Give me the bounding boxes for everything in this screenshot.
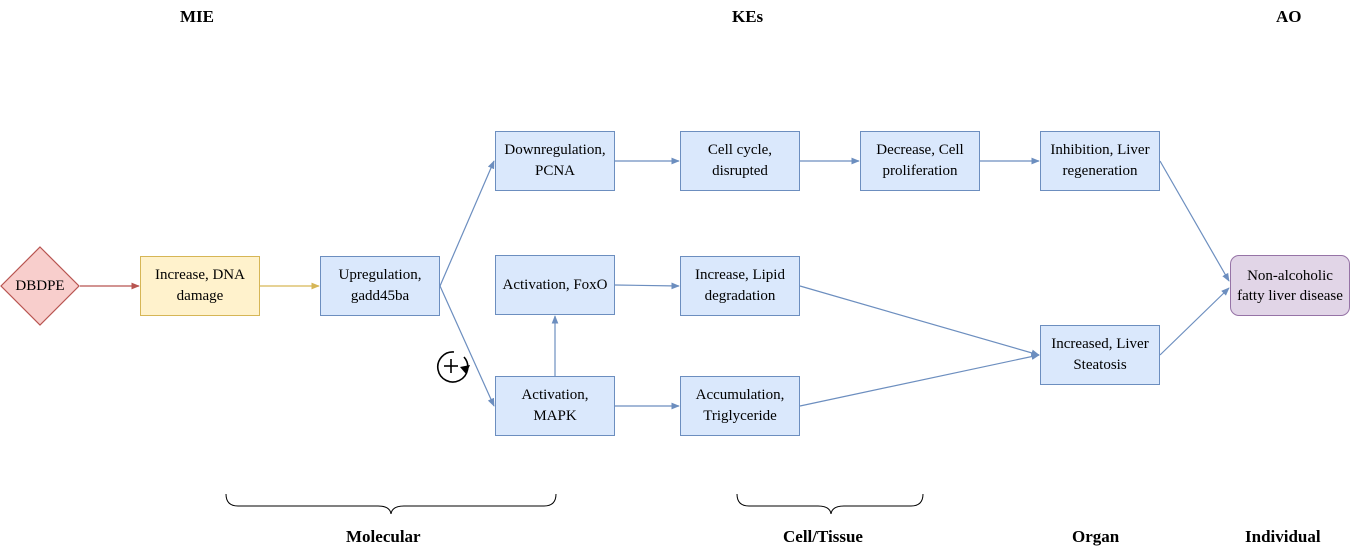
node-lipid-degradation-label: Increase, Lipid degradation	[695, 267, 785, 304]
node-cell-cycle: Cell cycle, disrupted	[680, 131, 800, 191]
node-cell-proliferation-label: Decrease, Cell proliferation	[876, 142, 964, 179]
header-mie: MIE	[180, 7, 214, 26]
edge-steatosis-to-nafld	[1159, 287, 1230, 356]
node-gadd45ba: Upregulation, gadd45ba	[320, 256, 440, 316]
header-kes: KEs	[732, 7, 764, 26]
plus-circle-arrow-icon	[436, 351, 470, 383]
node-liver-steatosis-label: Increased, Liver Steatosis	[1051, 336, 1149, 373]
edge-gadd45ba-to-pcna	[439, 160, 495, 287]
node-mapk: Activation, MAPK	[495, 376, 615, 436]
stressor-label: DBDPE	[15, 277, 65, 294]
level-cell-tissue: Cell/Tissue	[783, 527, 863, 546]
edge-gadd45ba-to-mapk	[439, 285, 495, 407]
diamond-shape	[0, 246, 80, 326]
node-dna-damage: Increase, DNA damage	[140, 256, 260, 316]
edge-regeneration-to-nafld	[1159, 160, 1230, 282]
edge-lipid-degradation-to-steatosis	[799, 285, 1040, 357]
node-liver-regeneration: Inhibition, Liver regeneration	[1040, 131, 1160, 191]
node-pcna: Downregulation, PCNA	[495, 131, 615, 191]
node-liver-steatosis: Increased, Liver Steatosis	[1040, 325, 1160, 385]
node-lipid-degradation: Increase, Lipid degradation	[680, 256, 800, 316]
node-foxo-label: Activation, FoxO	[502, 276, 608, 293]
node-triglyceride-label: Accumulation, Triglyceride	[695, 387, 785, 424]
level-molecular: Molecular	[346, 527, 421, 546]
edge-triglyceride-to-steatosis	[799, 353, 1040, 407]
node-foxo: Activation, FoxO	[495, 255, 615, 315]
stressor-dbdpe: DBDPE	[0, 246, 80, 326]
node-cell-proliferation: Decrease, Cell proliferation	[860, 131, 980, 191]
header-ao: AO	[1276, 7, 1302, 26]
level-organ: Organ	[1072, 527, 1120, 546]
brace-molecular	[225, 493, 557, 515]
node-pcna-label: Downregulation, PCNA	[504, 142, 606, 179]
node-liver-regeneration-label: Inhibition, Liver regeneration	[1050, 142, 1150, 179]
node-cell-cycle-label: Cell cycle, disrupted	[707, 142, 773, 179]
node-dna-damage-label: Increase, DNA damage	[155, 267, 245, 304]
node-nafld: Non-alcoholic fatty liver disease	[1230, 255, 1350, 316]
node-triglyceride: Accumulation, Triglyceride	[680, 376, 800, 436]
brace-cell-tissue	[736, 493, 924, 515]
edge-foxo-to-lipid-degradation	[614, 282, 680, 290]
node-mapk-label: Activation, MAPK	[521, 387, 589, 424]
node-nafld-label: Non-alcoholic fatty liver disease	[1237, 267, 1343, 304]
level-individual: Individual	[1245, 527, 1321, 546]
node-gadd45ba-label: Upregulation, gadd45ba	[338, 267, 422, 304]
